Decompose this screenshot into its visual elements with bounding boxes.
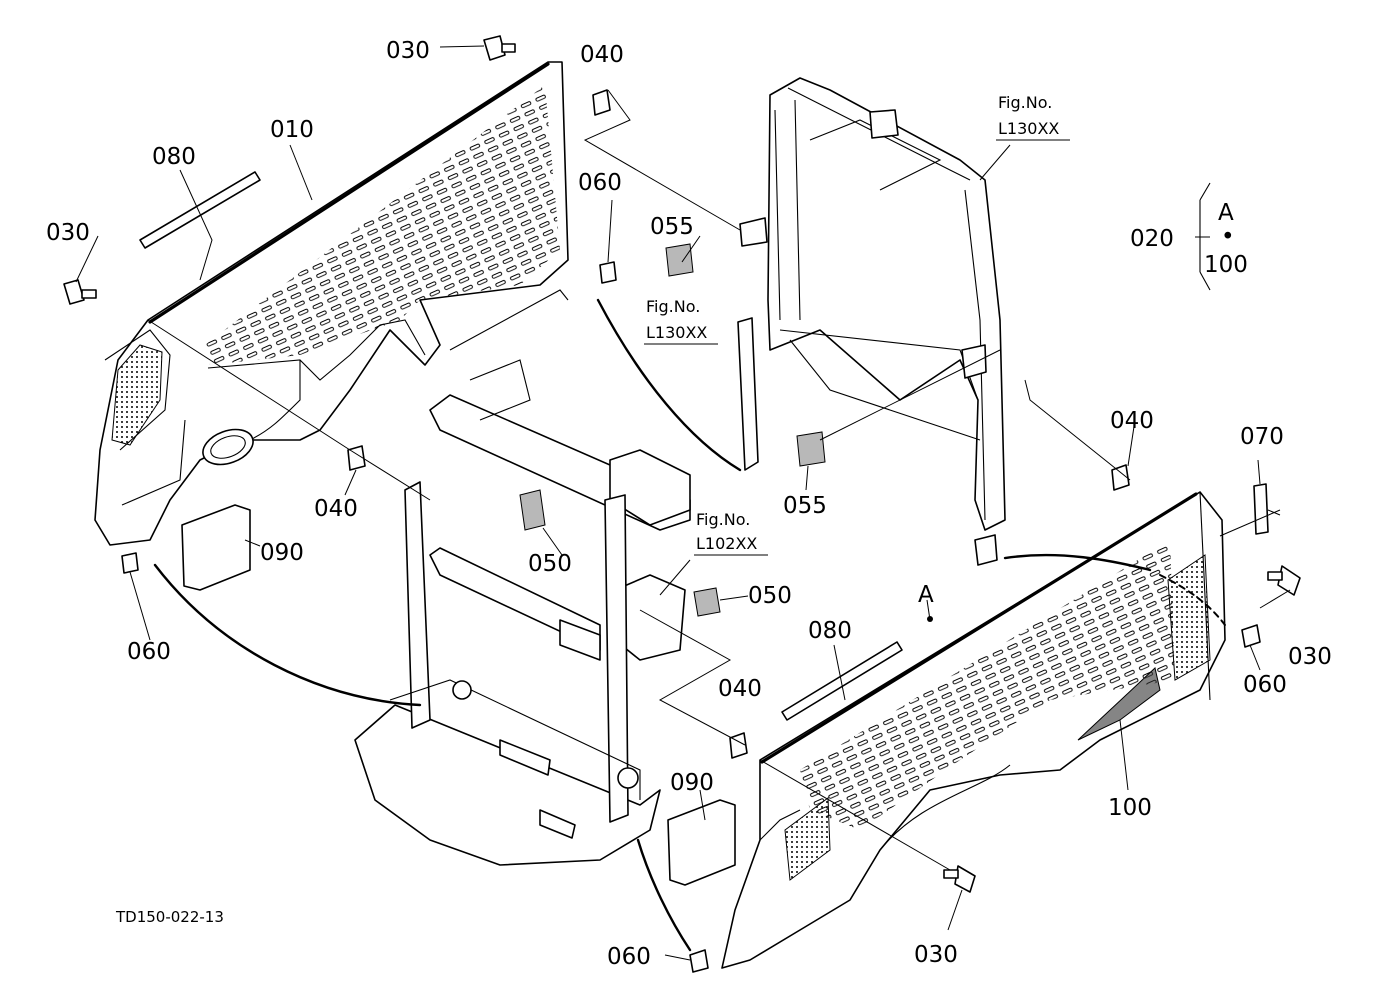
label-010: 010: [270, 117, 314, 143]
pad-090-left: [181, 504, 251, 591]
label-040-top: 040: [580, 42, 624, 68]
fig-ref-3-number: L102XX: [696, 534, 757, 553]
roll-over-frame: [737, 77, 1006, 566]
bracket-020-top: A: [1218, 200, 1234, 226]
fig-ref-2-number: L130XX: [646, 323, 707, 342]
knob-030-left: [63, 279, 97, 305]
label-060-left: 060: [127, 639, 171, 665]
strip-080-left: [139, 171, 261, 249]
label-040-bottom: 040: [718, 676, 762, 702]
right-side-cover-a: [721, 491, 1226, 969]
label-080-left: 080: [152, 144, 196, 170]
figure-references: Fig.No. L130XX Fig.No. L130XX Fig.No. L1…: [644, 93, 1070, 556]
fig-ref-1-title: Fig.No.: [998, 93, 1052, 112]
label-a-ref: A: [918, 582, 934, 608]
label-100: 100: [1108, 795, 1152, 821]
seat-frame: [354, 359, 691, 866]
bracket-020-bottom: 100: [1204, 252, 1248, 278]
left-side-cover-010: [94, 61, 569, 546]
label-040-right: 040: [1110, 408, 1154, 434]
label-020: 020: [1130, 226, 1174, 252]
label-055-mid: 055: [783, 493, 827, 519]
label-060-bottom: 060: [607, 944, 651, 970]
knob-030-right: [1267, 565, 1301, 596]
label-060-right: 060: [1243, 672, 1287, 698]
label-030-top: 030: [386, 38, 430, 64]
label-050-left: 050: [528, 551, 572, 577]
strip-070: [1253, 483, 1269, 535]
knob-030-bottom: [943, 865, 976, 893]
leader-lines: [75, 45, 1291, 961]
label-030-right: 030: [1288, 644, 1332, 670]
label-055-top: 055: [650, 214, 694, 240]
nut-050-055: [519, 243, 826, 617]
part-labels: 030 040 010 080 060 030 055 020 040 070 …: [46, 38, 1332, 970]
bracket-020-mid: •: [1221, 224, 1235, 250]
a-ref-dot: [927, 616, 933, 622]
label-060-top: 060: [578, 170, 622, 196]
spacer-060: [121, 261, 1261, 973]
knob-030-top: [483, 35, 516, 61]
label-090-right: 090: [670, 770, 714, 796]
fig-ref-2-title: Fig.No.: [646, 297, 700, 316]
drawing-code: TD150-022-13: [115, 908, 224, 926]
label-070: 070: [1240, 424, 1284, 450]
label-040-left: 040: [314, 496, 358, 522]
fig-ref-1-number: L130XX: [998, 119, 1059, 138]
label-080-right: 080: [808, 618, 852, 644]
pad-090-right: [667, 799, 736, 886]
label-050-right: 050: [748, 583, 792, 609]
hardware: [63, 35, 1301, 973]
label-030-left: 030: [46, 220, 90, 246]
label-090-left: 090: [260, 540, 304, 566]
fig-ref-3-title: Fig.No.: [696, 510, 750, 529]
label-030-bottom: 030: [914, 942, 958, 968]
strip-080-right: [781, 641, 903, 721]
